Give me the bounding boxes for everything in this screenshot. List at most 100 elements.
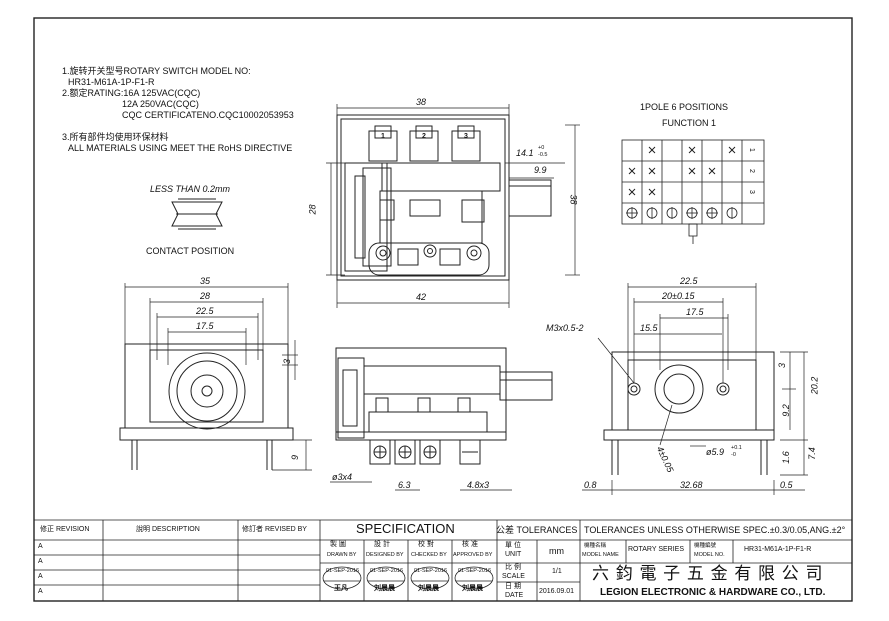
dim-base-width: 42 bbox=[416, 292, 427, 302]
company-name-en: LEGION ELECTRONIC & HARDWARE CO., LTD. bbox=[600, 587, 826, 598]
model-name-cn: 機種名稱 bbox=[584, 543, 607, 549]
sheet-border bbox=[33, 17, 853, 602]
dim-side-22-5: 22.5 bbox=[196, 306, 214, 316]
stamp-date-2: 01-SEP-2016 bbox=[370, 568, 404, 574]
dim-rear-20-2: 20.2 bbox=[809, 376, 820, 395]
approved-by-cn: 核 准 bbox=[462, 541, 478, 548]
dim-rear-32-68: 32.68 bbox=[680, 480, 703, 490]
designed-by-label: DESIGNED BY bbox=[366, 552, 404, 558]
date-cn: 日 期 bbox=[505, 583, 521, 590]
model-no-label: MODEL NO. bbox=[694, 552, 725, 558]
note-line-2: HR31-M61A-1P-F1-R bbox=[68, 77, 155, 87]
unit-value: mm bbox=[549, 546, 564, 556]
note-line-4: 12A 250VAC(CQC) bbox=[122, 99, 199, 109]
top-view bbox=[335, 347, 553, 465]
company-name-cn: 六 鈞 電 子 五 金 有 限 公 司 bbox=[592, 564, 824, 583]
dim-side-35: 35 bbox=[200, 276, 211, 286]
function-x-mark bbox=[648, 188, 656, 196]
dim-shaft-bore: ø5.9 bbox=[706, 447, 725, 457]
revision-mark-a: A bbox=[38, 543, 43, 550]
date-value: 2016.09.01 bbox=[539, 588, 575, 595]
function-x-mark bbox=[628, 188, 636, 196]
dim-shaft-height: 14.1 bbox=[516, 148, 534, 158]
rear-view bbox=[603, 351, 775, 475]
function-x-mark bbox=[728, 146, 736, 154]
function-row-label-3: 3 bbox=[747, 190, 755, 194]
note-line-7: ALL MATERIALS USING MEET THE RoHS DIRECT… bbox=[68, 143, 293, 153]
function-row-label-1: 1 bbox=[747, 148, 755, 152]
tolerance-note: TOLERANCES UNLESS OTHERWISE SPEC.±0.3/0.… bbox=[584, 525, 846, 535]
unit-label: UNIT bbox=[505, 551, 522, 558]
dim-rear-20: 20±0.15 bbox=[662, 291, 695, 301]
date-label: DATE bbox=[505, 592, 524, 599]
note-line-6: 3.所有部件均使用环保材料 bbox=[62, 132, 169, 142]
dim-side-9: 9 bbox=[290, 454, 301, 461]
side-view bbox=[119, 343, 294, 470]
tolerances-header: 公差 TOLERANCES bbox=[496, 525, 578, 535]
function-x-mark bbox=[688, 167, 696, 175]
signature-approved: 刘晨晨 bbox=[462, 585, 483, 592]
dim-rear-1-6: 1.6 bbox=[780, 451, 791, 464]
function-marks bbox=[628, 146, 736, 196]
checked-by-cn: 校 對 bbox=[418, 541, 434, 548]
top-view-dimensions bbox=[330, 481, 512, 491]
function-x-mark bbox=[648, 167, 656, 175]
dim-rear-3: 3 bbox=[777, 362, 788, 369]
dim-rear-9-2: 9.2 bbox=[780, 404, 791, 417]
signature-designed: 刘晨晨 bbox=[374, 585, 395, 592]
side-view-dimensions bbox=[124, 283, 312, 471]
dim-tab-width: 4.8x3 bbox=[467, 480, 490, 490]
dim-bore-tol-lower: -0 bbox=[731, 452, 736, 458]
dim-rear-15-5: 15.5 bbox=[640, 323, 658, 333]
contact-gap-label: LESS THAN 0.2mm bbox=[150, 184, 231, 194]
description-header: 說明 DESCRIPTION bbox=[136, 526, 200, 533]
contact-sketch bbox=[171, 198, 223, 230]
function-positions bbox=[626, 207, 738, 219]
unit-cn: 單 位 bbox=[505, 542, 521, 549]
signature-drawn: 王凡 bbox=[334, 585, 348, 592]
dim-rear-0-5: 0.5 bbox=[780, 480, 793, 490]
function-subtitle: FUNCTION 1 bbox=[662, 118, 716, 128]
terminal-label-2: 2 bbox=[422, 133, 426, 140]
revised-by-header: 修訂者 REVISED BY bbox=[242, 526, 307, 533]
revision-mark-d: A bbox=[38, 588, 43, 595]
revision-header: 修正 REVISION bbox=[40, 526, 90, 533]
scale-value: 1/1 bbox=[552, 568, 562, 575]
approval-stamps bbox=[322, 566, 494, 590]
terminal-label-1: 1 bbox=[381, 133, 385, 140]
dim-front-height-left: 28 bbox=[307, 204, 318, 215]
scale-label: SCALE bbox=[502, 573, 525, 580]
title-block-grid bbox=[34, 519, 852, 601]
stamp-date-1: 01-SEP-2016 bbox=[326, 568, 360, 574]
specification-title: SPECIFICATION bbox=[356, 521, 455, 536]
dim-hole-diameter: ø3x4 bbox=[332, 472, 353, 482]
scale-cn: 比 例 bbox=[505, 564, 521, 571]
function-x-mark bbox=[648, 146, 656, 154]
dim-bore-tol-upper: +0.1 bbox=[731, 445, 742, 451]
approved-by-label: APPROVED BY bbox=[453, 552, 493, 558]
note-line-1: 1.旋转开关型号ROTARY SWITCH MODEL NO: bbox=[62, 66, 251, 76]
dim-side-17-5: 17.5 bbox=[196, 321, 214, 331]
dim-thread: M3x0.5-2 bbox=[546, 323, 584, 333]
function-x-mark bbox=[708, 167, 716, 175]
signature-checked: 刘晨晨 bbox=[418, 585, 439, 592]
drawn-by-label: DRAWN BY bbox=[327, 552, 357, 558]
dim-pitch-6-3: 6.3 bbox=[398, 480, 411, 490]
note-line-3: 2.额定RATING:16A 125VAC(CQC) bbox=[62, 88, 201, 98]
dim-side-28: 28 bbox=[200, 291, 211, 301]
front-view-dimensions bbox=[326, 104, 580, 308]
function-table bbox=[621, 139, 765, 244]
function-x-mark bbox=[628, 167, 636, 175]
function-row-label-2: 2 bbox=[747, 169, 755, 173]
designed-by-cn: 設 計 bbox=[374, 541, 390, 548]
terminal-label-3: 3 bbox=[464, 133, 468, 140]
dim-rear-7-4: 7.4 bbox=[806, 447, 817, 460]
note-line-5: CQC CERTIFICATENO.CQC10002053953 bbox=[122, 110, 294, 120]
dim-rear-0-8: 0.8 bbox=[584, 480, 597, 490]
dim-shaft-length: 9.9 bbox=[534, 165, 547, 175]
model-no-cn: 機種編號 bbox=[694, 543, 717, 549]
stamp-date-3: 01-SEP-2016 bbox=[414, 568, 448, 574]
dim-side-3: 3 bbox=[282, 358, 293, 365]
